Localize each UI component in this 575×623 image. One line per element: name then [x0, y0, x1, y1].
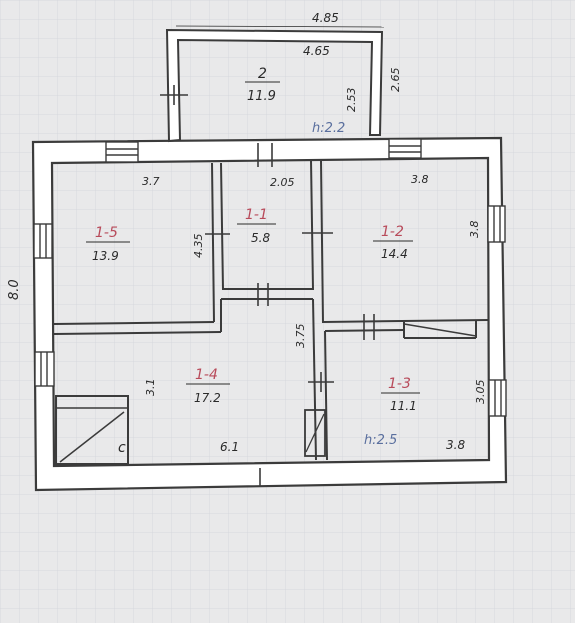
stove-mark: c — [118, 440, 126, 456]
dim-room-1-1-width: 2.05 — [270, 176, 295, 189]
room-1-2-area: 14.4 — [381, 247, 408, 261]
height-porch: h:2.2 — [312, 121, 345, 136]
room-1-5-area: 13.9 — [92, 249, 119, 263]
room-1-1-area: 5.8 — [251, 231, 270, 245]
dim-room-1-5-width: 3.7 — [142, 175, 160, 188]
dim-room-1-2-depth: 3.8 — [468, 221, 481, 239]
room-1-1-id: 1-1 — [245, 207, 268, 223]
room-1-3-area: 11.1 — [390, 399, 417, 413]
dim-porch-outer-depth: 2.65 — [389, 68, 402, 93]
window-right-lower — [488, 379, 507, 417]
stove — [55, 395, 129, 465]
dim-room-1-4-width: 6.1 — [220, 440, 239, 454]
height-main: h:2.5 — [364, 433, 397, 448]
room-1-4-area: 17.2 — [194, 391, 221, 405]
window-left-lower — [34, 351, 55, 387]
window-right-upper — [487, 205, 506, 243]
dimension-labels: 4.85 4.65 2.53 2.65 3.7 4.35 2.05 3.8 3.… — [7, 11, 487, 454]
window-top-right — [388, 138, 422, 159]
porch-wall — [165, 28, 384, 143]
dim-room-1-2-width: 3.8 — [411, 173, 429, 186]
window-top-left — [105, 141, 139, 163]
room-2-id: 2 — [258, 66, 267, 82]
dim-porch-inner-depth: 2.53 — [345, 88, 358, 113]
dim-porch-outer-width: 4.85 — [312, 11, 339, 25]
dim-room-1-4-depth: 3.1 — [144, 379, 157, 397]
dim-corridor-depth: 3.75 — [294, 324, 307, 349]
room-1-3-id: 1-3 — [388, 376, 411, 392]
cabinet — [304, 409, 326, 457]
dim-room-1-5-depth: 4.35 — [192, 234, 205, 259]
door-1-3 — [403, 323, 477, 337]
room-2-area: 11.9 — [247, 89, 276, 104]
height-notes: h:2.2 h:2.5 — [312, 121, 397, 448]
windows — [33, 138, 507, 417]
door-marks — [160, 85, 375, 486]
dim-room-1-3-width: 3.8 — [446, 438, 465, 452]
room-1-2-id: 1-2 — [381, 224, 404, 240]
window-left-upper — [33, 223, 53, 259]
dim-porch-inner-width: 4.65 — [303, 44, 330, 58]
dim-house-depth: 8.0 — [7, 279, 22, 300]
dim-room-1-3-depth: 3.05 — [474, 380, 487, 405]
room-1-5-id: 1-5 — [95, 225, 118, 241]
room-1-4-id: 1-4 — [195, 367, 218, 383]
room-labels: 2 11.9 1-1 5.8 1-2 14.4 1-3 11.1 1-4 17.… — [86, 66, 420, 413]
